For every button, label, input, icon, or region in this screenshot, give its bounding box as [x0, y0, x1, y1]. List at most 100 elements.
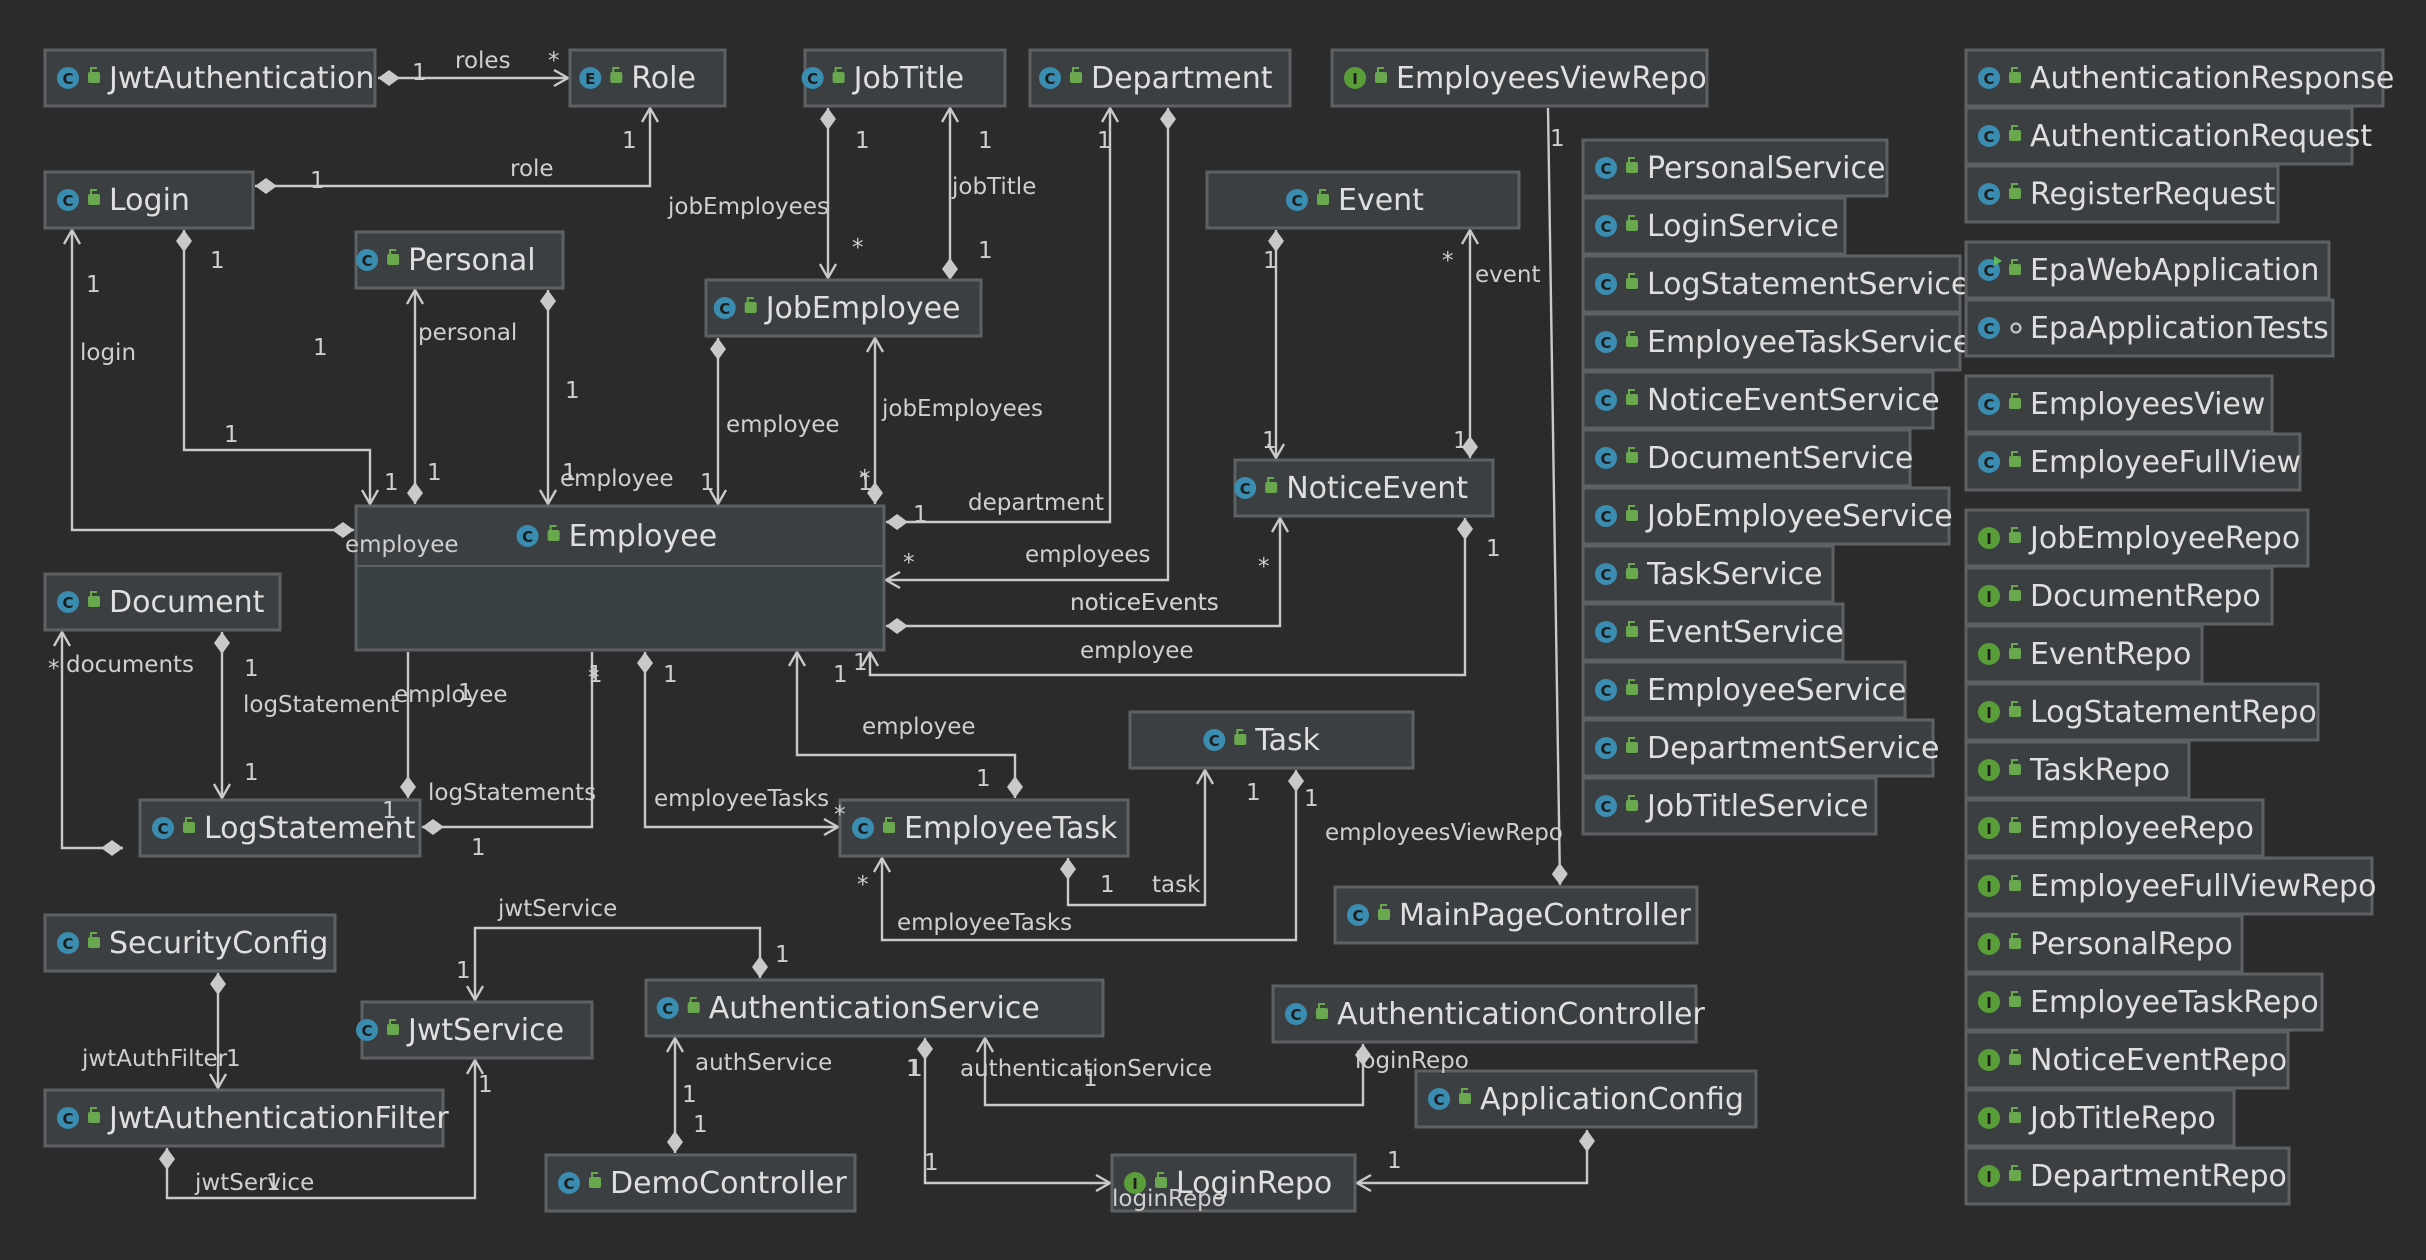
edge-label: 1 — [427, 460, 442, 486]
public-visibility-icon — [744, 297, 757, 313]
node-label: EmployeeTaskService — [1647, 325, 1971, 360]
aggregation-diamond — [886, 618, 908, 634]
association-edge — [1546, 107, 1568, 886]
public-visibility-icon — [387, 1019, 399, 1035]
node-label: EmployeeRepo — [2030, 811, 2254, 846]
node-label: EpaWebApplication — [2030, 253, 2319, 288]
edge-line — [70, 230, 354, 532]
class-icon: C — [1203, 729, 1226, 751]
node-box — [43, 1088, 445, 1148]
edge-label: 1 — [663, 662, 678, 688]
public-visibility-icon — [2009, 1165, 2021, 1181]
aggregation-diamond — [667, 1131, 683, 1153]
public-visibility-icon — [1316, 1003, 1328, 1019]
class-icon: C — [1978, 393, 2000, 415]
node-box — [1964, 566, 2274, 626]
edge-label: * — [834, 802, 846, 828]
node-box — [1271, 984, 1698, 1044]
association-edge — [1354, 1130, 1595, 1193]
node-label: DepartmentService — [1647, 731, 1939, 766]
class-icon: C — [1595, 447, 1617, 469]
edge-line — [182, 230, 372, 504]
svg-text:I: I — [1986, 1052, 1992, 1070]
edge-line — [643, 652, 838, 829]
edge-label: 1 — [1550, 126, 1565, 152]
edge-label: 1 — [853, 650, 868, 676]
aggregation-diamond — [378, 70, 400, 86]
association-edge — [637, 652, 841, 837]
node-box — [1205, 170, 1521, 230]
svg-text:C: C — [1600, 798, 1611, 816]
public-visibility-icon — [2009, 933, 2021, 949]
public-visibility-icon — [1265, 477, 1278, 493]
interface-icon: I — [1978, 701, 2000, 723]
public-visibility-icon — [1626, 505, 1638, 521]
edge-line — [165, 1060, 477, 1200]
aggregation-diamond — [867, 482, 883, 504]
edge-label: 1 — [226, 1046, 241, 1072]
edge-label: jobEmployees — [667, 194, 829, 220]
aggregation-diamond — [332, 522, 354, 538]
public-visibility-icon — [183, 817, 195, 833]
package-visibility-icon — [2010, 322, 2022, 334]
svg-text:C: C — [857, 820, 868, 838]
association-edge — [52, 629, 123, 856]
arrow-head — [405, 287, 425, 305]
